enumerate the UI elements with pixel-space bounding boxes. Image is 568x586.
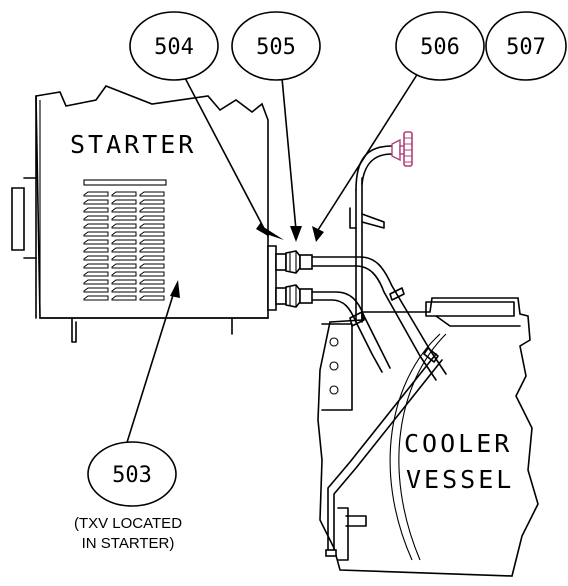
vent-slot xyxy=(111,287,137,293)
cooler-label-line2: VESSEL xyxy=(406,465,514,494)
callout-leaders xyxy=(123,69,421,453)
vent-slot xyxy=(111,199,137,205)
vent-slot xyxy=(111,295,137,301)
vent-slot xyxy=(83,271,109,277)
callout-505-label: 505 xyxy=(256,35,296,60)
vent-slot xyxy=(139,239,165,245)
vent-slot xyxy=(139,207,165,213)
vent-slot xyxy=(111,239,137,245)
vent-slot xyxy=(139,255,165,261)
vent-slot xyxy=(139,263,165,269)
vent-slot xyxy=(83,223,109,229)
vent-slot xyxy=(83,295,109,301)
txv-note-line2: IN STARTER) xyxy=(82,535,175,552)
callout-507: 507 xyxy=(485,11,567,81)
vent-slot xyxy=(111,215,137,221)
vent-slot xyxy=(83,263,109,269)
callout-505: 505 xyxy=(231,11,321,81)
vent-slot xyxy=(139,199,165,205)
vent-slot xyxy=(111,207,137,213)
vent-slot xyxy=(111,255,137,261)
vent-slot xyxy=(139,215,165,221)
vent-slot xyxy=(139,231,165,237)
vent-slot xyxy=(111,247,137,253)
vent-slot xyxy=(139,223,165,229)
vent-slot xyxy=(83,207,109,213)
vent-slot xyxy=(83,255,109,261)
vent-slot xyxy=(83,287,109,293)
cooler-label-line1: COOLER xyxy=(404,429,512,458)
vent-slot xyxy=(111,279,137,285)
vent-slot xyxy=(111,263,137,269)
vent-slot xyxy=(83,279,109,285)
cooler-vessel: COOLER VESSEL xyxy=(317,297,539,577)
vent-slot xyxy=(111,223,137,229)
valve-handle-icon xyxy=(391,131,413,167)
starter-label: STARTER xyxy=(70,130,196,159)
callout-504-label: 504 xyxy=(154,35,194,60)
vent-slot xyxy=(139,279,165,285)
txv-note-line1: (TXV LOCATED xyxy=(74,515,182,532)
vent-slot xyxy=(83,191,109,197)
callout-507-label: 507 xyxy=(506,35,546,60)
vent-slot xyxy=(139,287,165,293)
vent-slot xyxy=(139,295,165,301)
vent-slot xyxy=(111,271,137,277)
callout-503-label: 503 xyxy=(112,463,152,488)
starter-cabinet: STARTER xyxy=(11,85,277,343)
vent-slot xyxy=(139,191,165,197)
vent-slot xyxy=(83,239,109,245)
starter-vents xyxy=(83,179,167,301)
vent-slot xyxy=(83,215,109,221)
callout-504: 504 xyxy=(129,11,219,81)
vent-slot xyxy=(83,199,109,205)
callout-506-label: 506 xyxy=(420,35,460,60)
vent-slot xyxy=(139,247,165,253)
vent-slot xyxy=(83,247,109,253)
lower-fitting xyxy=(275,284,313,308)
callout-503: 503 xyxy=(87,441,177,507)
callout-506: 506 xyxy=(395,11,485,81)
vent-slot xyxy=(111,191,137,197)
vent-slot xyxy=(111,231,137,237)
refrigerant-piping xyxy=(275,145,447,557)
vent-slot xyxy=(139,271,165,277)
upper-fitting xyxy=(275,250,313,274)
vent-slot xyxy=(83,231,109,237)
